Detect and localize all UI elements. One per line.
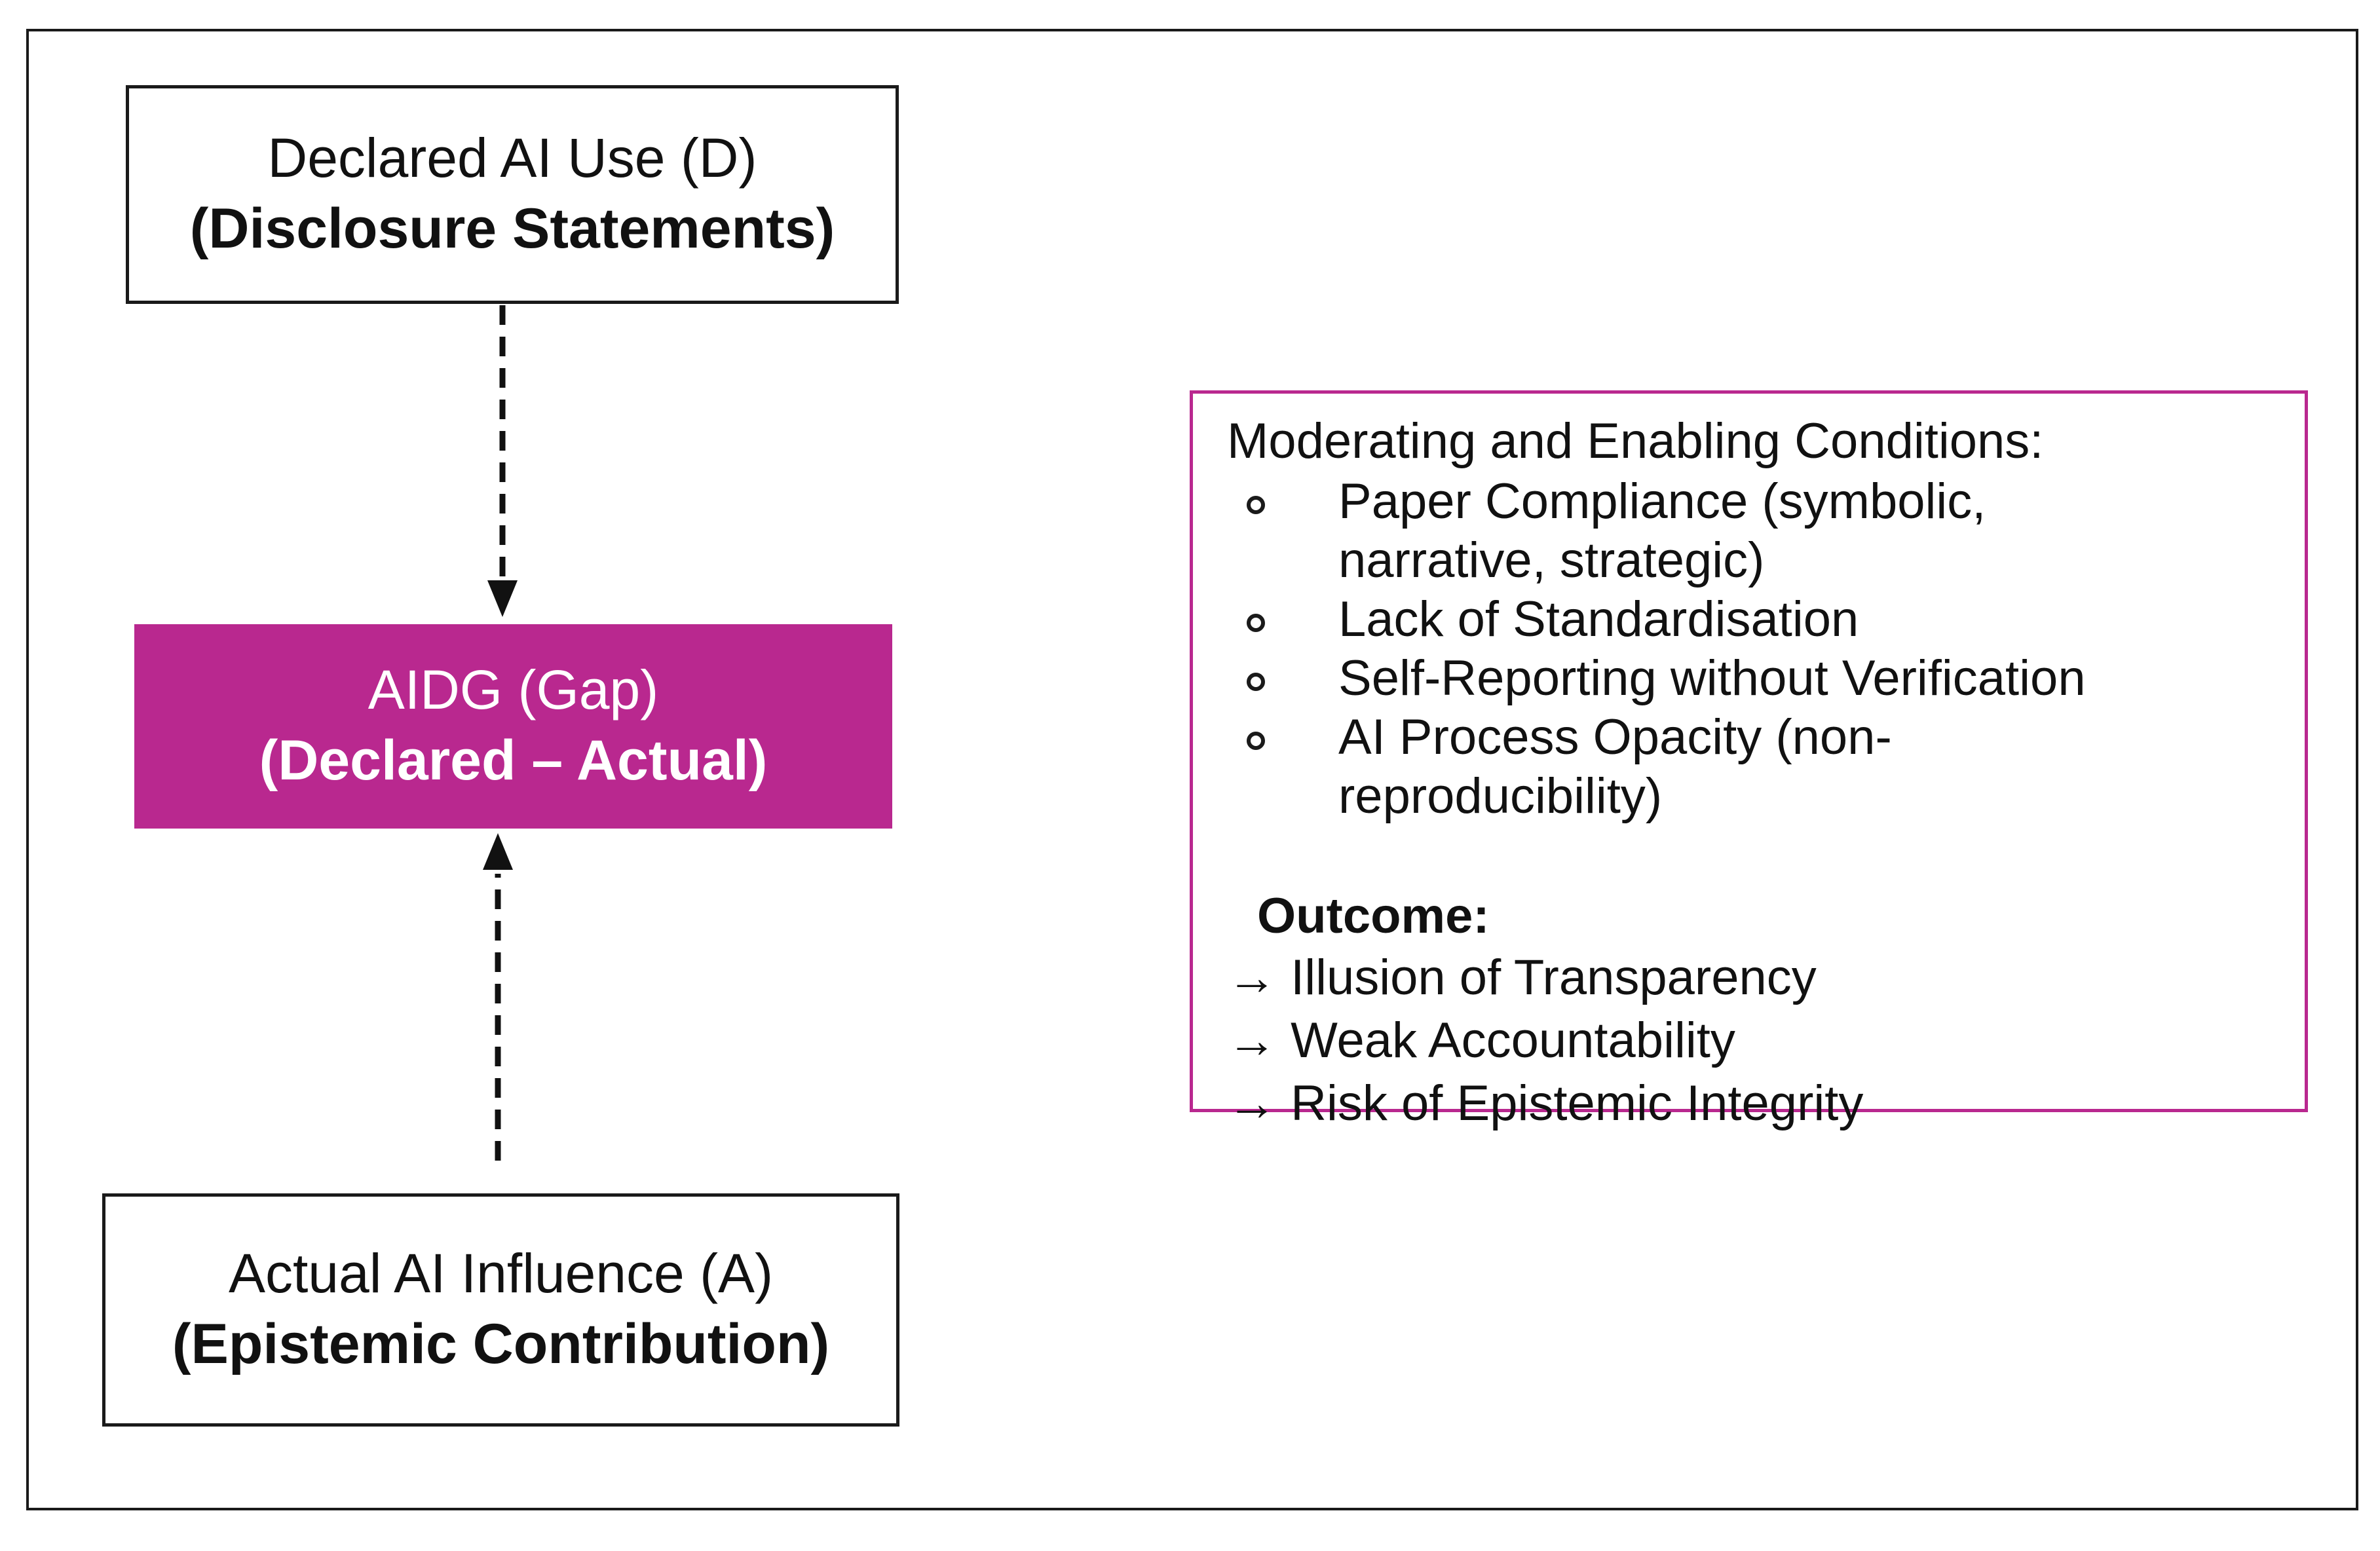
diagram-frame (26, 29, 2358, 1510)
outcome-item: → Risk of Epistemic Integrity (1227, 1075, 1864, 1131)
outcome-item: → Weak Accountability (1227, 1013, 1735, 1068)
conditions-box: Moderating and Enabling Conditions: Pape… (1190, 390, 2308, 1131)
node-actual-title: Actual AI Influence (A) (228, 1242, 774, 1304)
outcome-item: → Illusion of Transparency (1227, 950, 1817, 1005)
conditions-list: Paper Compliance (symbolic, narrative, s… (1227, 472, 2305, 826)
node-aidg-gap: AIDG (Gap) (Declared – Actual) (134, 624, 892, 829)
condition-text: Self-Reporting without Verification (1338, 650, 2086, 706)
condition-text: Paper Compliance (symbolic, narrative, s… (1338, 474, 1986, 588)
conditions-heading: Moderating and Enabling Conditions: (1227, 413, 2044, 469)
node-declared-subtitle: (Disclosure Statements) (189, 196, 835, 260)
condition-item: Paper Compliance (symbolic, narrative, s… (1227, 472, 2157, 590)
node-declared-ai-use: Declared AI Use (D) (Disclosure Statemen… (126, 85, 899, 304)
condition-item: AI Process Opacity (non-reproducibility) (1227, 708, 2157, 826)
node-gap-title: AIDG (Gap) (368, 658, 659, 720)
condition-text: AI Process Opacity (non-reproducibility) (1338, 709, 1892, 824)
node-actual-ai-influence: Actual AI Influence (A) (Epistemic Contr… (102, 1193, 899, 1427)
arrowhead-down-icon (487, 580, 518, 617)
condition-item: Lack of Standardisation (1227, 590, 2157, 649)
circle-bullet-icon (1247, 614, 1265, 632)
node-declared-title: Declared AI Use (D) (267, 126, 757, 189)
circle-bullet-icon (1247, 673, 1265, 691)
circle-bullet-icon (1247, 496, 1265, 514)
node-actual-subtitle: (Epistemic Contribution) (172, 1312, 830, 1375)
arrowhead-up-icon (483, 833, 513, 870)
condition-item: Self-Reporting without Verification (1227, 649, 2157, 708)
condition-text: Lack of Standardisation (1338, 591, 1859, 647)
circle-bullet-icon (1247, 732, 1265, 750)
node-gap-subtitle: (Declared – Actual) (259, 728, 768, 792)
outcome-label: Outcome: (1257, 888, 1490, 944)
